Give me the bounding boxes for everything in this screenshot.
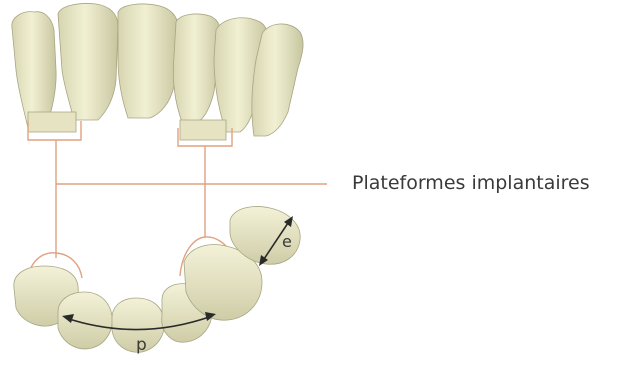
lower-tooth-2	[58, 292, 112, 349]
platforms-label: Plateformes implantaires	[352, 172, 590, 194]
measure-label-e: e	[282, 232, 292, 251]
upper-teeth	[12, 3, 303, 140]
abutment-left	[28, 112, 76, 132]
abutment-right	[180, 120, 226, 140]
upper-tooth-3	[118, 4, 178, 118]
lower-teeth	[14, 207, 300, 353]
upper-tooth-2	[58, 3, 118, 120]
upper-tooth-4	[173, 14, 220, 122]
measure-label-p: p	[136, 335, 147, 355]
upper-tooth-1	[12, 12, 56, 128]
